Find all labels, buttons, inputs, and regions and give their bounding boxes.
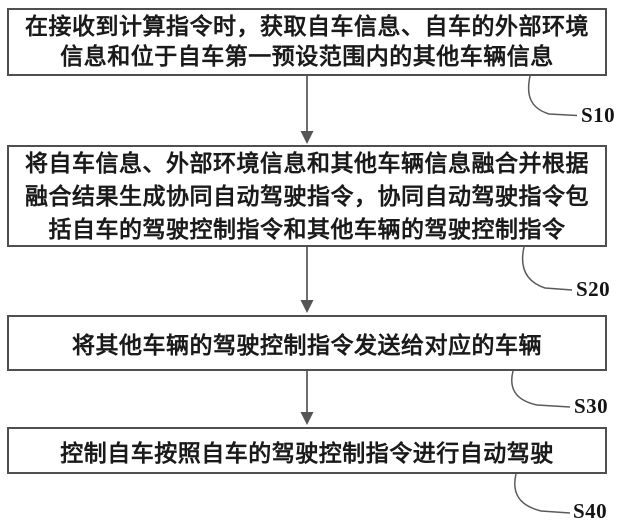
step-s40-text-line: 控制自车按照自车的驾驶控制指令进行自动驾驶 (60, 440, 554, 466)
step-s20-text-line: 括自车的驾驶控制指令和其他车辆的驾驶控制指令 (48, 216, 566, 242)
leader-line-s10 (527, 75, 578, 117)
step-s10-text-line: 在接收到计算指令时，获取自车信息、自车的外部环境 (25, 14, 589, 39)
step-label-s30: S30 (574, 394, 609, 418)
step-label-s40: S40 (573, 499, 608, 523)
arrow-down-icon (300, 371, 314, 425)
step-s20-text-line: 融合结果生成协同自动驾驶指令，协同自动驾驶指令包 (25, 183, 589, 209)
step-box-s40: 控制自车按照自车的驾驶控制指令进行自动驾驶 (7, 427, 607, 474)
leader-line-s40 (514, 473, 571, 514)
arrow-down-icon (300, 247, 314, 313)
step-label-s20: S20 (576, 277, 611, 301)
step-label-s10: S10 (581, 103, 616, 127)
step-box-s30: 将其他车辆的驾驶控制指令发送给对应的车辆 (7, 315, 607, 371)
step-box-s20: 将自车信息、外部环境信息和其他车辆信息融合并根据 融合结果生成协同自动驾驶指令，… (7, 145, 607, 247)
step-s10-text-line: 信息和位于自车第一预设范围内的其他车辆信息 (60, 44, 554, 69)
leader-line-s20 (521, 246, 573, 291)
leader-line-s30 (511, 370, 571, 408)
step-box-s10: 在接收到计算指令时，获取自车信息、自车的外部环境 信息和位于自车第一预设范围内的… (7, 8, 607, 76)
step-s30-text-line: 将其他车辆的驾驶控制指令发送给对应的车辆 (72, 333, 542, 358)
arrow-down-icon (300, 76, 314, 144)
step-s20-text-line: 将自车信息、外部环境信息和其他车辆信息融合并根据 (25, 150, 589, 176)
